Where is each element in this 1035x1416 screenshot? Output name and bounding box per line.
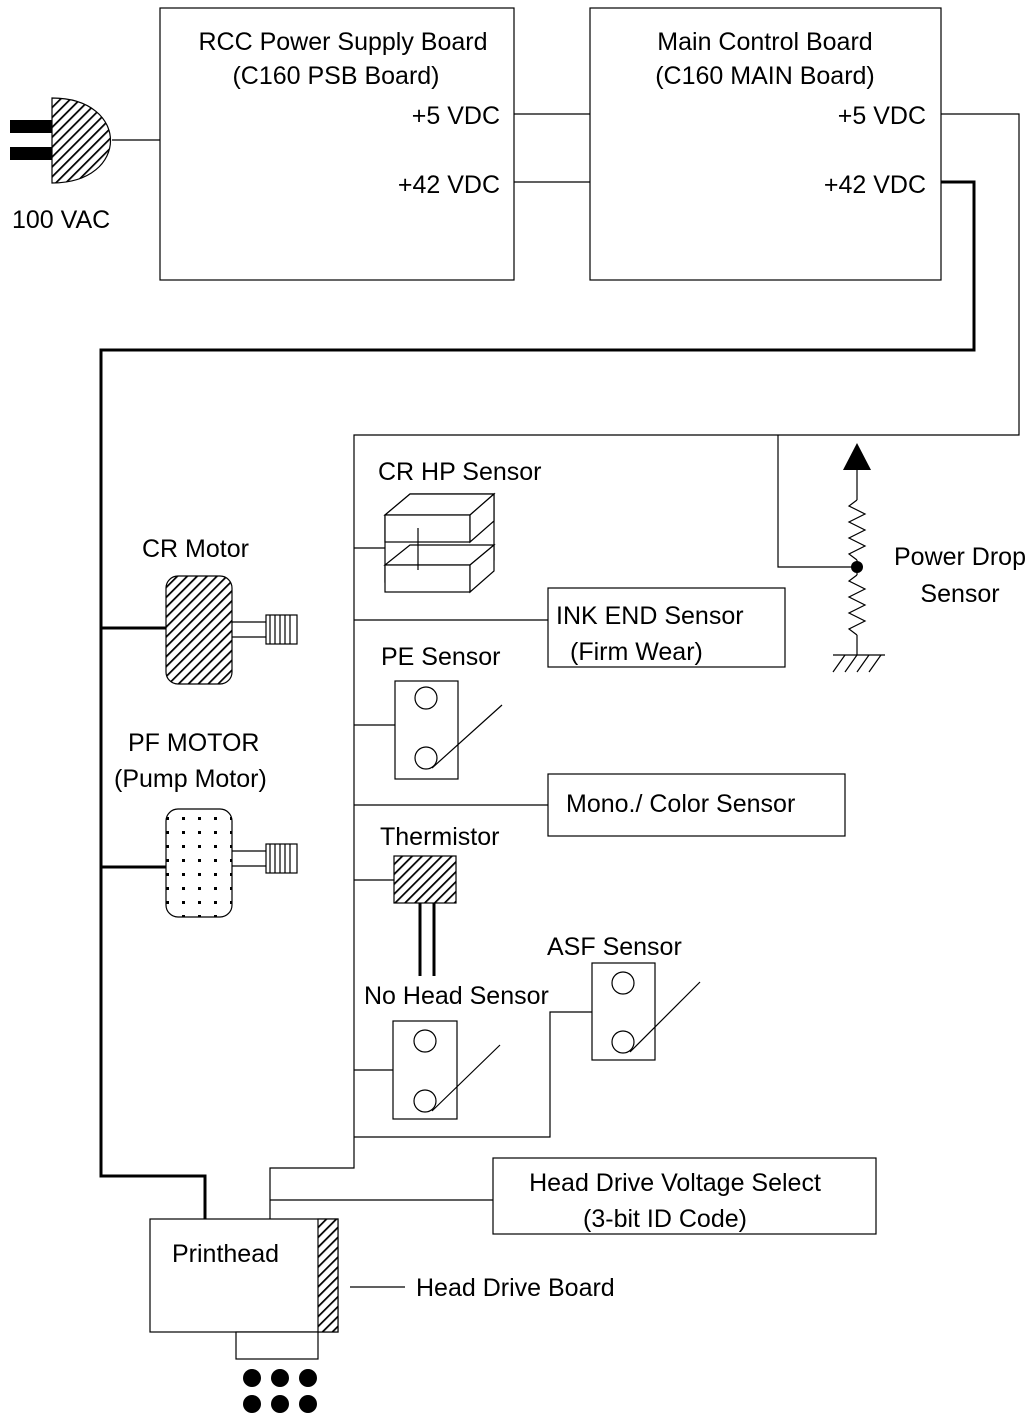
pf-motor-icon [165, 808, 298, 918]
no-head-sensor-icon [392, 1020, 501, 1120]
asf-sensor-label: ASF Sensor [547, 933, 682, 961]
42v-bus-line [99, 180, 976, 1219]
printhead-box [149, 1218, 339, 1333]
asf-sensor-icon [591, 962, 701, 1061]
ink-end-sensor-label-2: (Firm Wear) [570, 638, 703, 666]
main-board-subtitle: (C160 MAIN Board) [655, 62, 875, 90]
no-head-sensor-label: No Head Sensor [364, 982, 549, 1010]
head-voltage-select-label-2: (3-bit ID Code) [583, 1205, 747, 1233]
power-drop-sensor-label-1: Power Drop [894, 543, 1026, 571]
psb-5vdc-label: +5 VDC [412, 102, 500, 130]
pe-sensor-label: PE Sensor [381, 643, 501, 671]
power-drop-sensor-label-2: Sensor [920, 580, 999, 608]
printhead-nozzle-block [235, 1331, 319, 1360]
cr-motor-icon [165, 575, 298, 685]
psb-board-title: RCC Power Supply Board [198, 28, 487, 56]
head-voltage-select-box [492, 1157, 877, 1235]
head-voltage-select-label-1: Head Drive Voltage Select [529, 1169, 821, 1197]
psb-42vdc-label: +42 VDC [398, 171, 500, 199]
main-42vdc-label: +42 VDC [824, 171, 926, 199]
5v-bus-line [353, 113, 1020, 1137]
power-drop-sensor-circuit [777, 435, 885, 673]
pf-motor-label-2: (Pump Motor) [114, 765, 267, 793]
main-5vdc-label: +5 VDC [838, 102, 926, 130]
thermistor-label: Thermistor [380, 823, 499, 851]
psb-board-subtitle: (C160 PSB Board) [232, 62, 439, 90]
cr-hp-sensor-label: CR HP Sensor [378, 458, 542, 486]
ac-input-label: 100 VAC [12, 206, 110, 234]
thermistor-icon [393, 855, 457, 976]
pf-motor-label-1: PF MOTOR [128, 729, 259, 757]
main-board [589, 7, 942, 281]
mono-color-sensor-box [547, 773, 846, 837]
head-drive-board-label: Head Drive Board [416, 1274, 615, 1302]
ac-plug-icon [10, 97, 112, 184]
cr-motor-label: CR Motor [142, 535, 249, 563]
ink-end-sensor-box [547, 587, 786, 668]
psb-board [159, 7, 515, 281]
ink-end-sensor-label-1: INK END Sensor [556, 602, 744, 630]
cr-hp-sensor-icon [383, 492, 496, 594]
main-board-title: Main Control Board [657, 28, 872, 56]
head-drive-board-strip [317, 1218, 339, 1333]
ink-droplets-icon [243, 1369, 317, 1413]
printhead-label: Printhead [172, 1240, 279, 1268]
pe-sensor-icon [394, 680, 503, 780]
mono-color-sensor-label: Mono./ Color Sensor [566, 790, 795, 818]
